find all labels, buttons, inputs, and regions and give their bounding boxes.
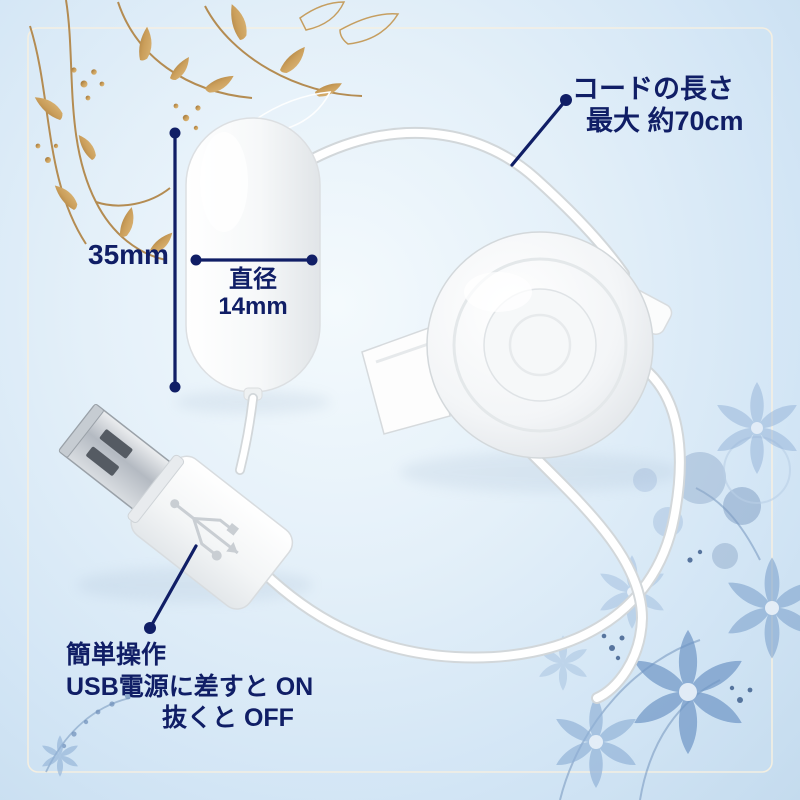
cord-length-value: 最大 約70cm [586, 105, 744, 136]
usb-contact-slot [86, 446, 119, 476]
usb-plug [58, 404, 294, 610]
operation-leader-line [144, 544, 198, 634]
egg-diameter-value: 14mm [218, 292, 288, 320]
blue-flower-decoration [41, 382, 800, 800]
usb-trident-icon [170, 499, 240, 561]
egg-cord [235, 393, 258, 475]
power-cord [257, 126, 686, 704]
egg-diameter-label: 直径 [229, 266, 277, 293]
vibrating-egg [185, 117, 321, 401]
operation-annotation: 簡単操作 USB電源に差すと ON 抜くと OFF [66, 640, 313, 735]
frame-border [27, 27, 773, 773]
operation-title: 簡単操作 [66, 641, 167, 669]
operation-line-on: USB電源に差すと ON [66, 672, 314, 701]
usb-contact-slot [99, 429, 133, 459]
cord-length-leader-line [510, 94, 572, 167]
annotation-lines [144, 94, 572, 634]
egg-diameter-annotation: 直径 14mm [186, 266, 320, 321]
height-dimension-line [169, 127, 181, 393]
diameter-dimension-line [190, 254, 318, 266]
cord-length-title: コードの長さ [572, 74, 734, 104]
operation-line-off: 抜くと OFF [162, 704, 294, 732]
egg-height-annotation: 35mm [88, 239, 169, 270]
retractable-cord-reel [361, 231, 673, 459]
cord-length-annotation: コードの長さ 最大 約70cm [572, 74, 744, 138]
gold-branch-decoration [29, 0, 400, 261]
